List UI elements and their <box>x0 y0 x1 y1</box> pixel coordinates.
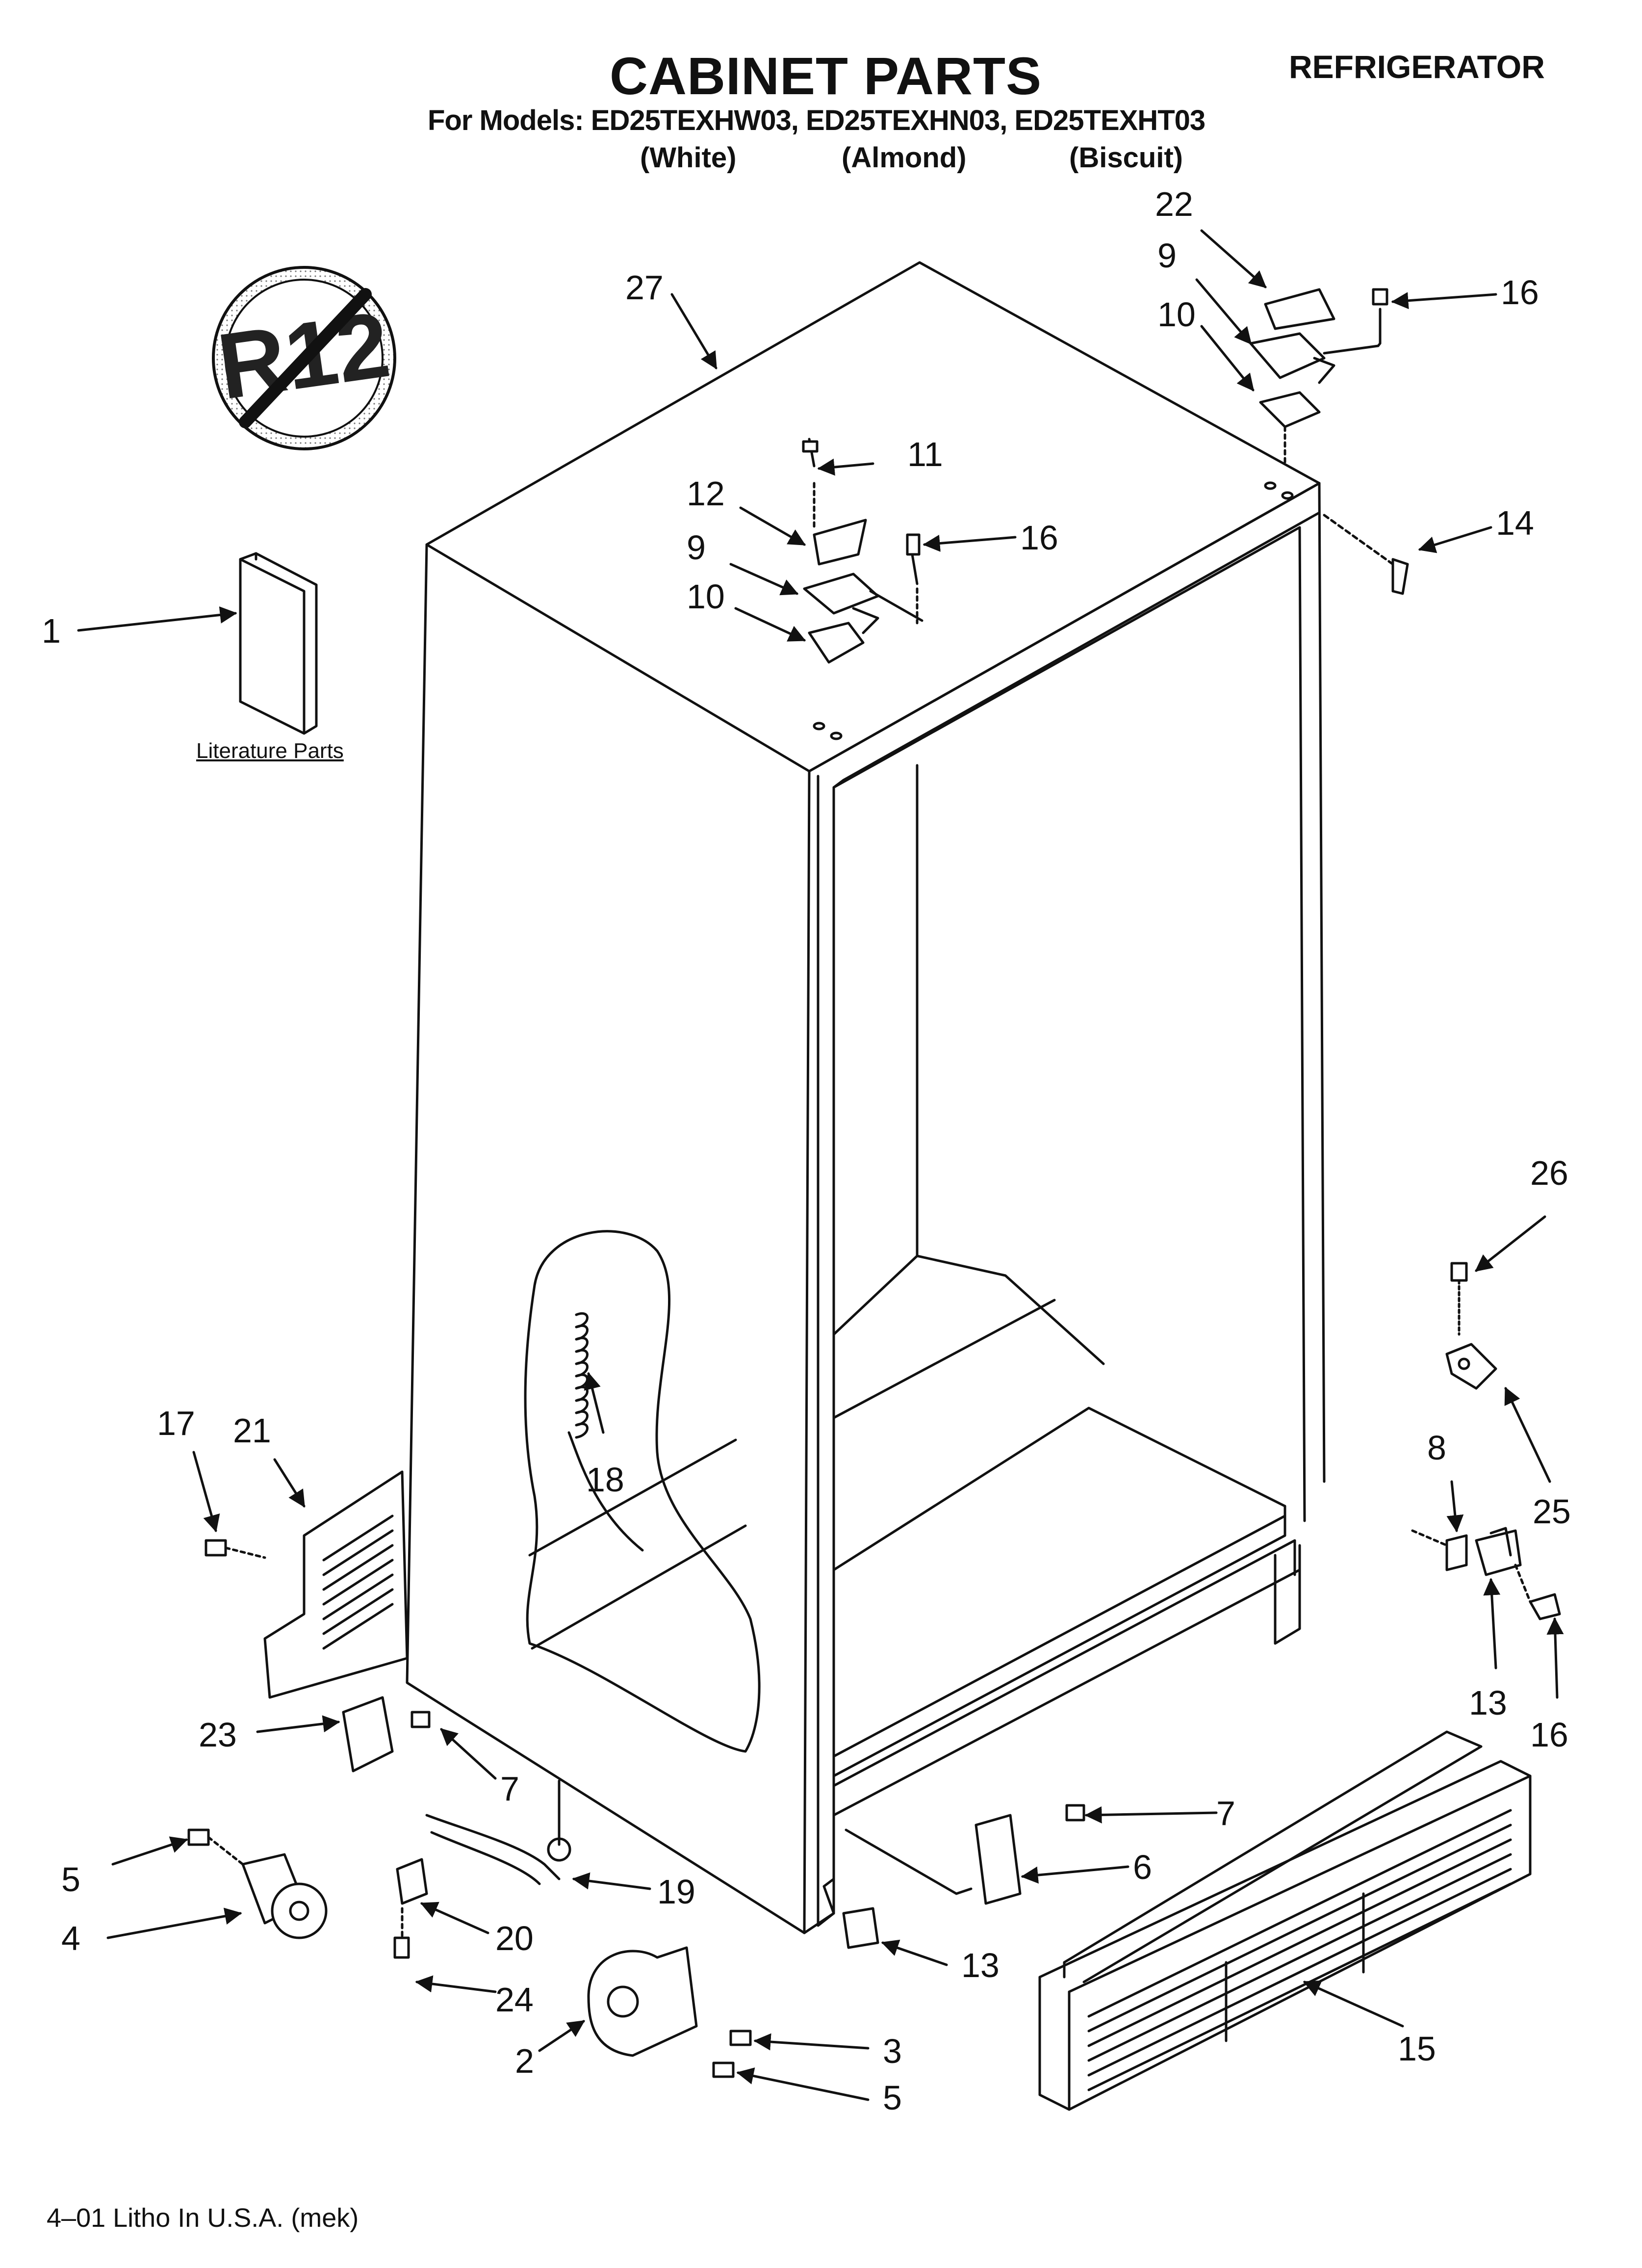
callout-10-left: 10 <box>687 577 725 616</box>
callout-20: 20 <box>495 1919 534 1957</box>
callout-24: 24 <box>495 1981 534 2019</box>
callout-7-right: 7 <box>1216 1794 1235 1832</box>
callout-12: 12 <box>687 474 725 513</box>
part-5-screw-lower <box>712 2061 735 2078</box>
part-5-screw-upper <box>187 1828 210 1846</box>
callout-6: 6 <box>1133 1848 1152 1886</box>
callout-25: 25 <box>1533 1492 1571 1531</box>
callout-16-top: 16 <box>1501 273 1539 312</box>
callout-17: 17 <box>157 1404 195 1442</box>
callout-1: 1 <box>42 612 61 650</box>
page-title: CABINET PARTS <box>610 46 1042 105</box>
part-15-toe-grille <box>1038 1730 1532 2111</box>
callout-19: 19 <box>657 1873 695 1911</box>
callout-14: 14 <box>1496 504 1534 542</box>
callout-9-left: 9 <box>687 528 706 567</box>
part-7-screw-left <box>410 1711 431 1728</box>
callout-2: 2 <box>515 2042 534 2080</box>
callout-22: 22 <box>1155 185 1193 223</box>
cabinet-cutaway <box>524 1230 761 1753</box>
callout-13-front: 13 <box>961 1946 1000 1984</box>
callout-21: 21 <box>233 1411 271 1450</box>
callout-8: 8 <box>1427 1429 1446 1467</box>
part-13-stop-front <box>842 1907 879 1949</box>
callout-15: 15 <box>1398 2030 1436 2068</box>
part-8-13-right-bracket <box>1411 1527 1561 1620</box>
part-6-hinge-bracket <box>975 1814 1022 1905</box>
callout-10-right: 10 <box>1157 295 1196 334</box>
footer-litho: 4–01 Litho In U.S.A. (mek) <box>47 2203 359 2233</box>
part-23-bracket <box>342 1696 394 1773</box>
part-2-front-roller <box>587 1946 698 2057</box>
callout-23: 23 <box>199 1716 237 1754</box>
models-line: For Models: ED25TEXHW03, ED25TEXHN03, ED… <box>428 104 1206 136</box>
part-25-26-lower-hinge <box>1445 1262 1497 1390</box>
callout-7-left: 7 <box>500 1770 519 1808</box>
part-19-drain-tube <box>425 1779 571 1885</box>
callout-5-lower: 5 <box>883 2079 902 2117</box>
part-21-rear-access-panel <box>263 1470 409 1699</box>
part-14-clip <box>1391 558 1409 595</box>
part-17-screw <box>205 1539 227 1557</box>
callout-11: 11 <box>907 435 943 473</box>
no-r12-icon: R12 <box>212 266 396 450</box>
callout-16-right: 16 <box>1530 1716 1568 1754</box>
callout-16-upper: 16 <box>1020 519 1058 557</box>
category-label: REFRIGERATOR <box>1289 49 1545 85</box>
literature-booklet <box>239 552 318 735</box>
part-4-rear-roller <box>241 1853 328 1939</box>
upper-hinge-left <box>802 438 924 740</box>
upper-hinge-right <box>1249 288 1388 500</box>
part-3-screw <box>729 2030 752 2046</box>
callout-26: 26 <box>1530 1154 1568 1192</box>
part-7-screw-right <box>1065 1804 1085 1822</box>
literature-parts-label: Literature Parts <box>196 739 344 763</box>
callout-4: 4 <box>61 1919 80 1957</box>
callout-3: 3 <box>883 2032 902 2070</box>
color-biscuit: (Biscuit) <box>1069 142 1183 174</box>
callout-18: 18 <box>586 1460 624 1499</box>
part-24-screw <box>393 1936 410 1959</box>
drain-coil <box>575 1312 589 1439</box>
refrigerator-cabinet <box>406 261 1326 1934</box>
callout-27: 27 <box>625 268 664 307</box>
color-almond: (Almond) <box>842 142 967 174</box>
part-20-clamp <box>396 1858 428 1905</box>
callout-9-right: 9 <box>1157 236 1177 275</box>
color-white: (White) <box>640 142 737 174</box>
callout-13-right: 13 <box>1469 1684 1507 1722</box>
callout-5-upper: 5 <box>61 1860 80 1899</box>
